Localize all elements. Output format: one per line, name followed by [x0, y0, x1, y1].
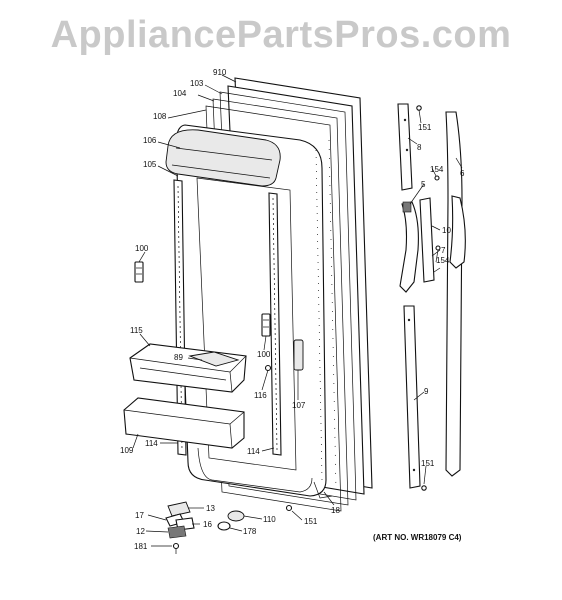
cap-178	[217, 521, 231, 531]
door-handle-5	[399, 201, 419, 293]
door-shelf-lower	[123, 397, 245, 449]
screw-116	[264, 364, 272, 372]
callout-labels: 910 103 104 108 106 105 100 115 89 100 1…	[120, 68, 465, 551]
door-handle-cap-10	[419, 197, 435, 283]
callout-105: 105	[143, 160, 157, 169]
door-handle-7	[449, 195, 466, 269]
callout-109: 109	[120, 446, 134, 455]
callout-16: 16	[203, 520, 212, 529]
callout-5: 5	[421, 180, 426, 189]
callout-151-hinge: 151	[304, 517, 318, 526]
callout-114-right: 114	[247, 447, 260, 456]
screw-151-top	[416, 105, 422, 111]
callout-6: 6	[460, 169, 465, 178]
callout-116: 116	[254, 391, 267, 400]
callout-115: 115	[130, 326, 143, 335]
hinge-pin-12	[167, 525, 187, 539]
handle-trim-upper-8	[397, 103, 413, 191]
callout-151-bottom: 151	[421, 459, 435, 468]
callout-17: 17	[135, 511, 144, 520]
callout-154-upper: 154	[430, 165, 444, 174]
callout-12: 12	[136, 527, 145, 536]
callout-103: 103	[190, 79, 204, 88]
handle-trim-lower-9	[403, 305, 421, 489]
callout-151-top: 151	[418, 123, 432, 132]
callout-910: 910	[213, 68, 227, 77]
handle-trim-long-6	[445, 111, 463, 477]
screw-181	[172, 542, 180, 554]
callout-178: 178	[243, 527, 257, 536]
callout-9: 9	[424, 387, 429, 396]
door-shelf-bin	[129, 343, 247, 393]
callout-110: 110	[263, 515, 276, 524]
callout-13: 13	[206, 504, 215, 513]
shelf-clip-right	[261, 313, 271, 337]
callout-100-lower: 100	[257, 350, 271, 359]
watermark: AppliancePartsPros.com	[50, 14, 512, 56]
callout-108: 108	[153, 112, 167, 121]
callout-107: 107	[292, 401, 306, 410]
screw-151-bottom	[421, 485, 427, 491]
hinge-bracket-13	[167, 501, 191, 517]
shelf-rail-right	[268, 192, 282, 456]
callout-7: 7	[441, 246, 446, 255]
callout-154-lower: 154	[436, 256, 450, 265]
callout-8: 8	[417, 143, 422, 152]
callout-181: 181	[134, 542, 148, 551]
screws-154	[433, 175, 441, 273]
dairy-compartment-door	[165, 129, 281, 187]
callout-89: 89	[174, 353, 183, 362]
callout-114-left: 114	[145, 439, 158, 448]
art-number: (ART NO. WR18079 C4)	[373, 533, 462, 542]
callout-100-upper: 100	[135, 244, 149, 253]
shelf-clip-left	[134, 261, 144, 283]
leader-lines	[132, 74, 463, 547]
callout-104: 104	[173, 89, 187, 98]
cap-110	[227, 510, 245, 522]
callout-106: 106	[143, 136, 157, 145]
door-stop-107	[293, 339, 304, 371]
callout-18: 18	[331, 506, 340, 515]
screw-151-hinge	[285, 504, 293, 512]
callout-10: 10	[442, 226, 451, 235]
